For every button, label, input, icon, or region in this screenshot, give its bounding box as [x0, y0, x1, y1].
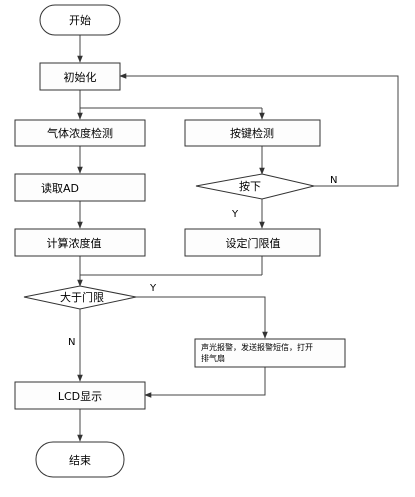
node-end-label: 结束: [69, 454, 91, 467]
node-start: 开始: [39, 4, 121, 36]
node-set-threshold-label: 设定门限值: [226, 236, 281, 250]
node-key-pressed-label: 按下: [239, 179, 261, 193]
node-end: 结束: [35, 441, 125, 478]
node-key-detect-label: 按键检测: [230, 126, 274, 140]
node-alarm: 声光报警，发送报警短信，打开 排气扇: [194, 338, 346, 368]
node-calc: 计算浓度值: [14, 228, 146, 257]
node-start-label: 开始: [69, 13, 91, 27]
node-alarm-label-line1: 声光报警，发送报警短信，打开: [201, 342, 313, 352]
branch-label-threshold-no: N: [68, 337, 75, 348]
node-gas-detect-label: 气体浓度检测: [47, 126, 113, 140]
node-init: 初始化: [39, 62, 121, 91]
node-read-ad-label: 读取AD: [41, 181, 79, 195]
branch-label-key-no: N: [330, 175, 337, 186]
node-lcd: LCD显示: [14, 381, 146, 410]
node-alarm-label-line2: 排气扇: [201, 353, 225, 363]
node-key-pressed: 按下: [195, 173, 315, 200]
edges: [77, 35, 399, 442]
node-lcd-label: LCD显示: [58, 390, 102, 403]
branch-label-key-yes: Y: [231, 209, 239, 220]
edge-alarm-to-lcd: [144, 367, 266, 398]
node-read-ad: 读取AD: [14, 173, 146, 202]
edge-threshold-yes: [136, 296, 268, 339]
node-over-threshold: 大于门限: [23, 285, 137, 310]
node-calc-label: 计算浓度值: [47, 236, 102, 250]
node-init-label: 初始化: [64, 70, 97, 84]
node-over-threshold-label: 大于门限: [60, 290, 104, 304]
branch-label-threshold-yes: Y: [149, 283, 157, 294]
edge-pressed-no-loop: [119, 73, 399, 187]
node-key-detect: 按键检测: [184, 119, 321, 147]
node-gas-detect: 气体浓度检测: [14, 119, 146, 147]
node-set-threshold: 设定门限值: [184, 228, 321, 257]
